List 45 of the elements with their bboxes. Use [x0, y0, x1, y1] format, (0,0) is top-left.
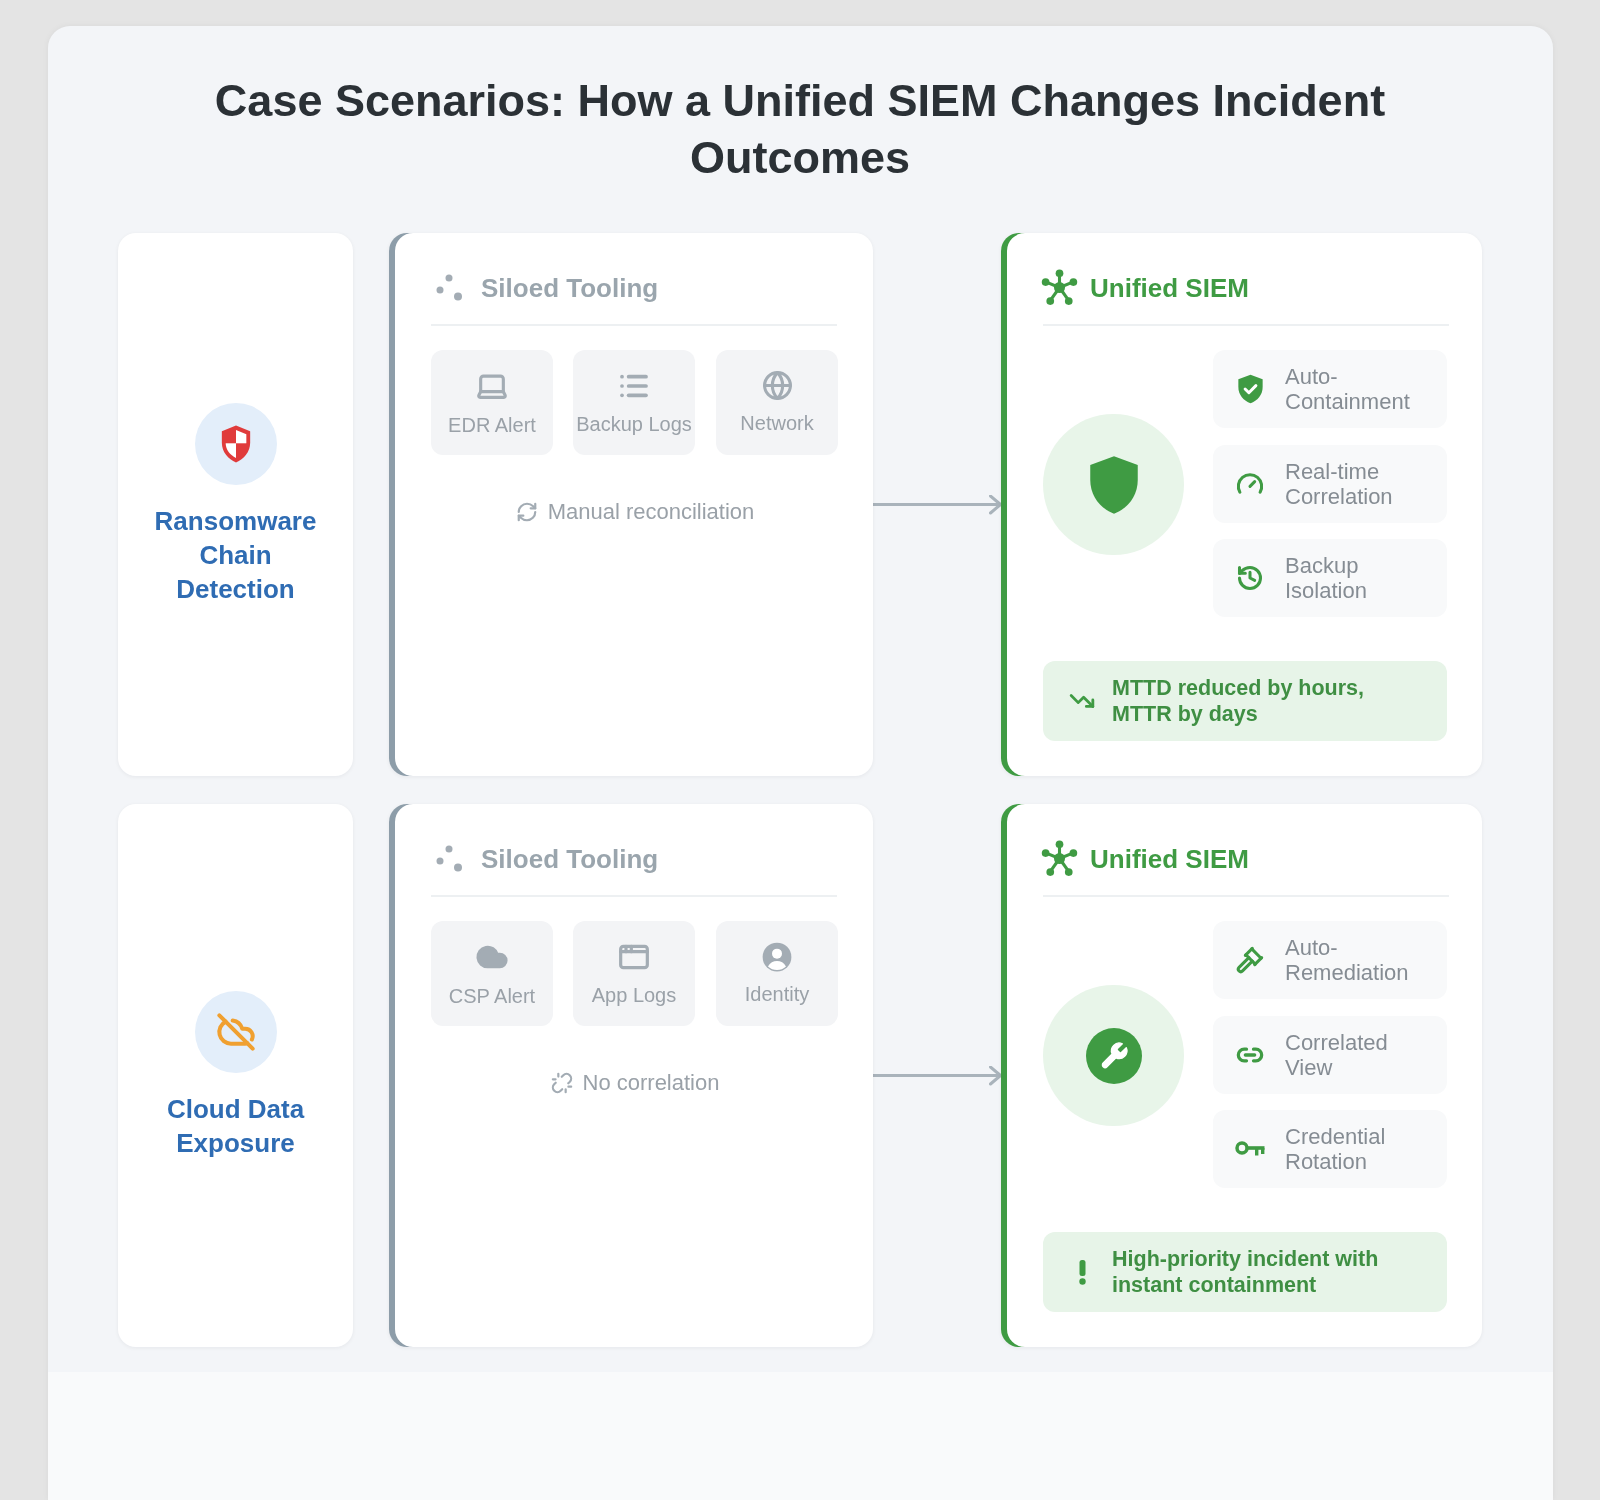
status-note: No correlation: [582, 1070, 720, 1096]
arrow: [871, 1065, 1003, 1086]
source-tile: [716, 350, 838, 455]
feature-item: [1213, 539, 1447, 617]
feature-label: Auto-Containment: [1285, 364, 1411, 414]
page-title: Case Scenarios: How a Unified SIEM Changes Incident Outcomes: [213, 74, 1387, 185]
unified-siem-panel: [1001, 804, 1482, 1347]
arrow: [871, 494, 1003, 515]
feature-label: Auto-Remediation: [1285, 935, 1410, 985]
tile-label: EDR Alert: [448, 412, 536, 437]
source-tile: [716, 921, 838, 1026]
scenario-title: Ransomware Chain Detection: [153, 505, 318, 606]
feature-label: Credential Rotation: [1285, 1124, 1387, 1174]
source-tile: [573, 350, 695, 455]
outcome-banner: [1043, 661, 1447, 741]
outcome-text: High-priority incident with instant containment: [1112, 1246, 1380, 1298]
panel-heading: Siloed Tooling: [481, 271, 659, 304]
feature-item: [1213, 1016, 1447, 1094]
scenario-card: [118, 233, 353, 776]
feature-item: [1213, 1110, 1447, 1188]
feature-label: Correlated View: [1285, 1030, 1389, 1080]
status-note: Manual reconciliation: [547, 499, 755, 525]
tile-label: Backup Logs: [576, 411, 692, 436]
source-tile: [573, 921, 695, 1026]
tile-label: CSP Alert: [448, 983, 536, 1008]
feature-item: [1213, 921, 1447, 999]
tile-label: Network: [740, 411, 814, 435]
source-tile: [431, 921, 553, 1026]
scenario-card: [118, 804, 353, 1347]
scenario-title: Cloud Data Exposure: [165, 1093, 306, 1160]
panel-heading: Siloed Tooling: [481, 842, 659, 875]
feature-item: [1213, 445, 1447, 523]
siloed-tooling-panel: [389, 233, 873, 776]
feature-label: Backup Isolation: [1285, 553, 1368, 603]
tile-label: App Logs: [591, 982, 677, 1007]
feature-item: [1213, 350, 1447, 428]
panel-heading: Unified SIEM: [1090, 842, 1249, 875]
panel-heading: Unified SIEM: [1090, 271, 1249, 304]
outcome-banner: [1043, 1232, 1447, 1312]
feature-label: Real-time Correlation: [1285, 459, 1394, 509]
tile-label: Identity: [744, 981, 810, 1006]
outcome-text: MTTD reduced by hours, MTTR by days: [1112, 675, 1366, 727]
source-tile: [431, 350, 553, 455]
unified-siem-panel: [1001, 233, 1482, 776]
siloed-tooling-panel: [389, 804, 873, 1347]
